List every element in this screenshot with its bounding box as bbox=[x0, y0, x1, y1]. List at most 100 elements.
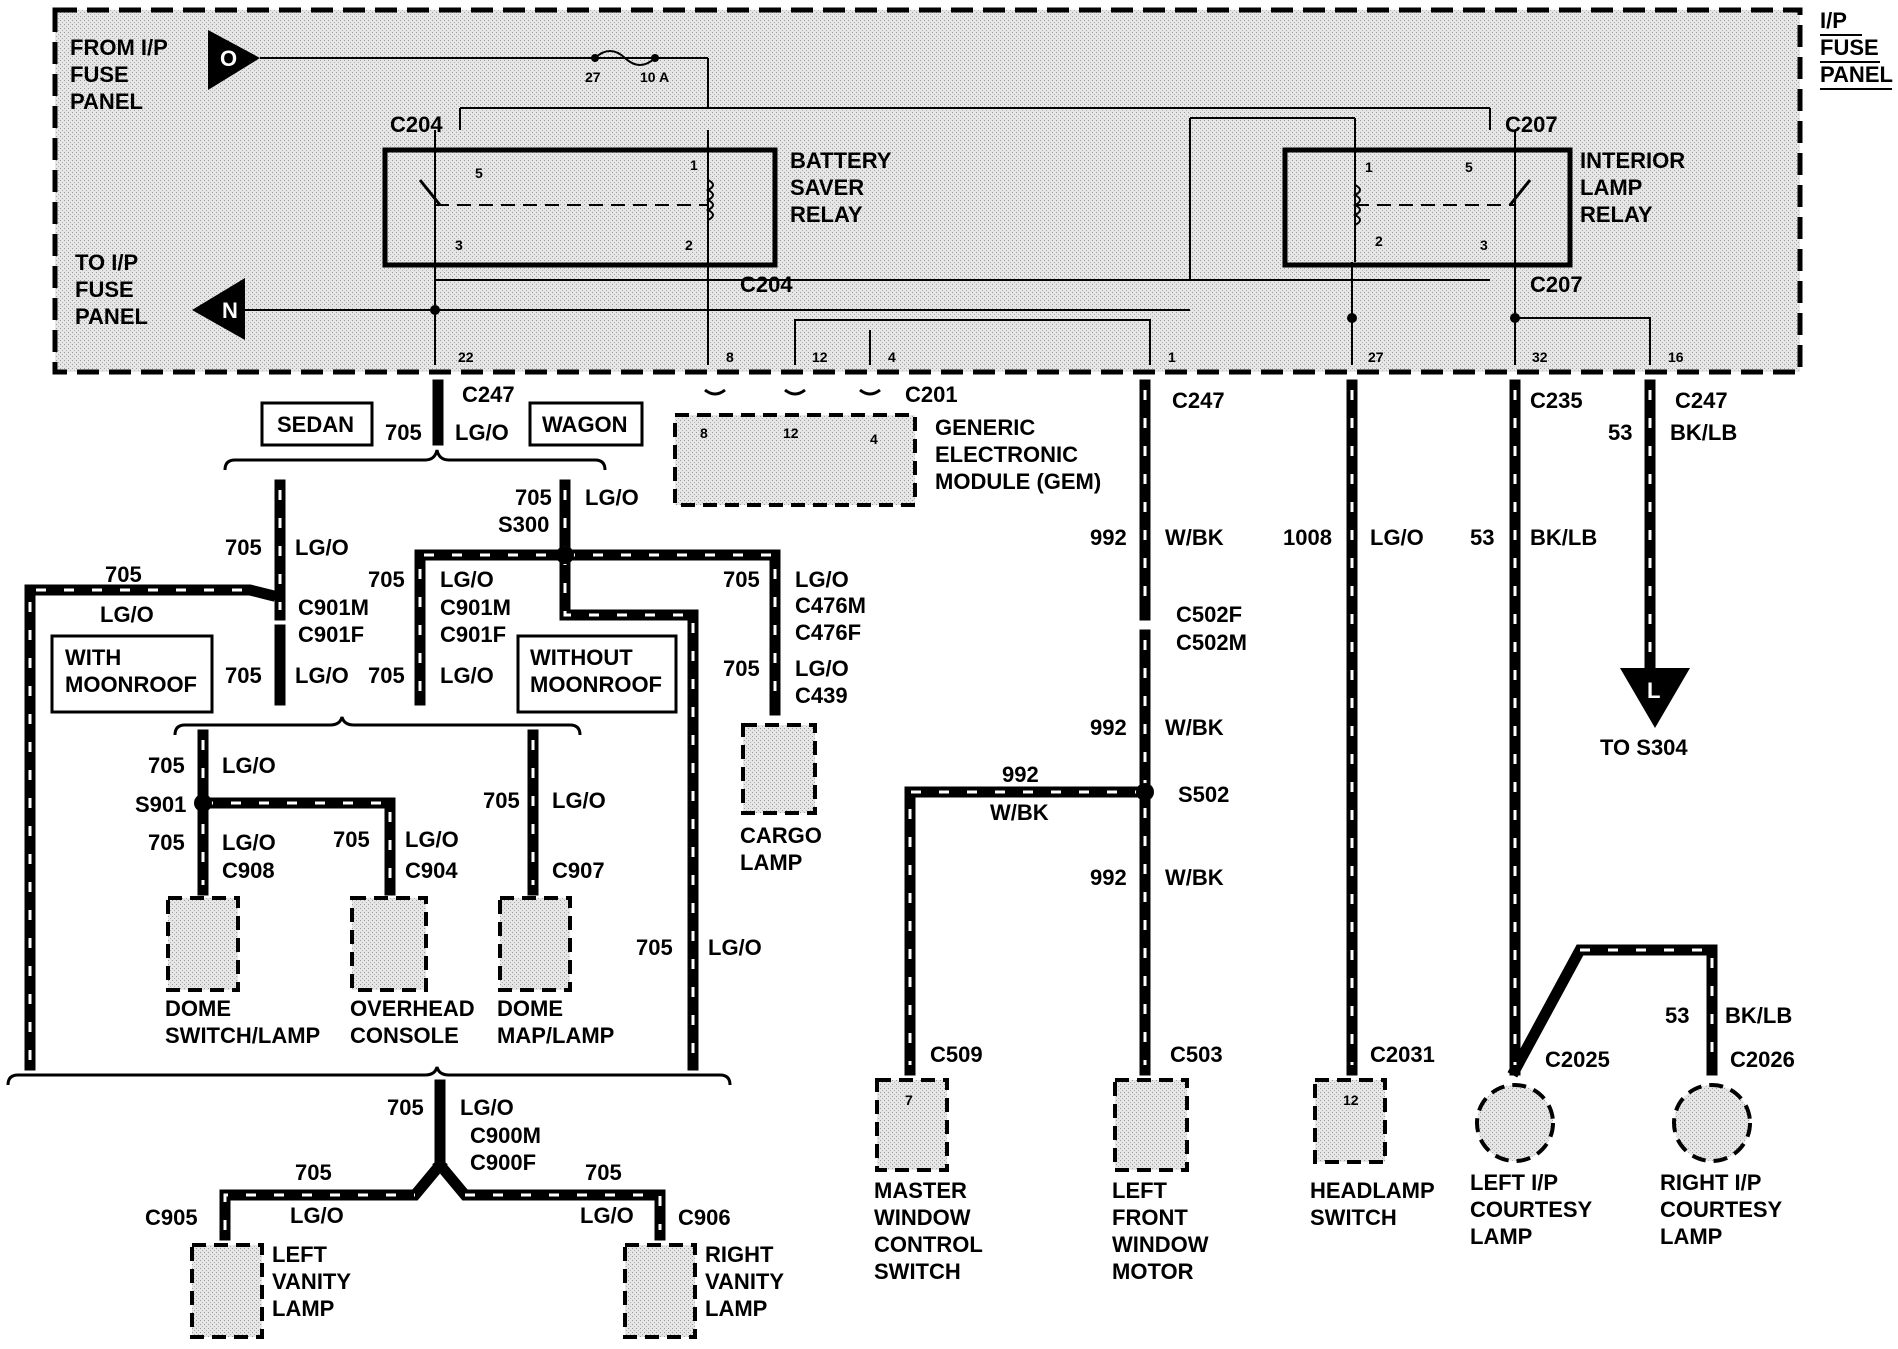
ilr-pin-5: 5 bbox=[1465, 159, 1473, 175]
pin-8: 8 bbox=[726, 349, 734, 365]
without-moonroof-2: MOONROOF bbox=[530, 672, 662, 697]
svg-text:W/BK: W/BK bbox=[990, 800, 1049, 825]
lf-window-4: MOTOR bbox=[1112, 1259, 1194, 1284]
ilr-pin-1: 1 bbox=[1365, 159, 1373, 175]
battery-saver-relay bbox=[382, 147, 778, 268]
svg-text:705: 705 bbox=[368, 663, 405, 688]
interior-lamp-3: RELAY bbox=[1580, 202, 1653, 227]
svg-text:LG/O: LG/O bbox=[460, 1095, 514, 1120]
dome-switch-lamp bbox=[166, 896, 240, 992]
svg-text:LG/O: LG/O bbox=[455, 420, 509, 445]
svg-text:LG/O: LG/O bbox=[1370, 525, 1424, 550]
c908: C908 bbox=[222, 858, 275, 883]
c476m: C476M bbox=[795, 593, 866, 618]
svg-text:LG/O: LG/O bbox=[290, 1203, 344, 1228]
svg-text:705: 705 bbox=[723, 656, 760, 681]
sedan-wagon-bracket bbox=[223, 449, 607, 471]
without-moonroof-1: WITHOUT bbox=[530, 645, 633, 670]
svg-text:LG/O: LG/O bbox=[795, 656, 849, 681]
battery-saver-1: BATTERY bbox=[790, 148, 892, 173]
master-window-2: WINDOW bbox=[874, 1205, 971, 1230]
svg-text:LG/O: LG/O bbox=[552, 788, 606, 813]
without-moonroof-box bbox=[516, 634, 678, 714]
c901m-b: C901M bbox=[440, 595, 511, 620]
c502m: C502M bbox=[1176, 630, 1247, 655]
c2025: C2025 bbox=[1545, 1047, 1610, 1072]
right-vanity-1: RIGHT bbox=[705, 1242, 774, 1267]
svg-text:LG/O: LG/O bbox=[580, 1203, 634, 1228]
svg-text:BK/LB: BK/LB bbox=[1725, 1003, 1792, 1028]
left-vanity-lamp bbox=[190, 1243, 264, 1339]
from-marker-letter: O bbox=[220, 46, 237, 71]
gem-name-2: ELECTRONIC bbox=[935, 442, 1078, 467]
splice-s901 bbox=[194, 794, 212, 812]
svg-text:705: 705 bbox=[295, 1160, 332, 1185]
master-window-4: SWITCH bbox=[874, 1259, 961, 1284]
left-courtesy-lamp bbox=[1475, 1083, 1555, 1163]
svg-text:992: 992 bbox=[1090, 525, 1127, 550]
fuse-panel-area bbox=[52, 7, 1803, 375]
pin-12: 12 bbox=[812, 349, 828, 365]
left-courtesy-2: COURTESY bbox=[1470, 1197, 1593, 1222]
c904: C904 bbox=[405, 858, 458, 883]
from-fuse-1: FROM I/P bbox=[70, 35, 168, 60]
master-window-1: MASTER bbox=[874, 1178, 967, 1203]
c905: C905 bbox=[145, 1205, 198, 1230]
with-moonroof-1: WITH bbox=[65, 645, 121, 670]
svg-text:705: 705 bbox=[636, 935, 673, 960]
left-courtesy-1: LEFT I/P bbox=[1470, 1170, 1558, 1195]
left-vanity-2: VANITY bbox=[272, 1269, 351, 1294]
svg-text:705: 705 bbox=[368, 567, 405, 592]
right-courtesy-3: LAMP bbox=[1660, 1224, 1722, 1249]
c900m: C900M bbox=[470, 1123, 541, 1148]
c2026: C2026 bbox=[1730, 1047, 1795, 1072]
right-courtesy-lamp bbox=[1672, 1083, 1752, 1163]
gem-pin-12: 12 bbox=[783, 425, 799, 441]
ground-marker-letter: L bbox=[1647, 678, 1660, 703]
svg-text:53: 53 bbox=[1665, 1003, 1689, 1028]
interior-lamp-1: INTERIOR bbox=[1580, 148, 1685, 173]
lf-window-3: WINDOW bbox=[1112, 1232, 1209, 1257]
svg-text:W/BK: W/BK bbox=[1165, 715, 1224, 740]
ilr-pin-3: 3 bbox=[1480, 237, 1488, 253]
lf-window-1: LEFT bbox=[1112, 1178, 1168, 1203]
svg-text:705: 705 bbox=[385, 420, 422, 445]
c901f-a: C901F bbox=[298, 622, 364, 647]
svg-text:705: 705 bbox=[225, 663, 262, 688]
svg-text:LG/O: LG/O bbox=[795, 567, 849, 592]
c901f-b: C901F bbox=[440, 622, 506, 647]
svg-text:705: 705 bbox=[387, 1095, 424, 1120]
sedan-box bbox=[260, 401, 374, 447]
gem-pin-4: 4 bbox=[870, 431, 878, 447]
with-moonroof-box bbox=[50, 634, 214, 714]
pin-27: 27 bbox=[1368, 349, 1384, 365]
overhead-console bbox=[350, 896, 428, 992]
c509: C509 bbox=[930, 1042, 983, 1067]
cargo-lamp-2: LAMP bbox=[740, 850, 802, 875]
with-moonroof-2: MOONROOF bbox=[65, 672, 197, 697]
svg-text:W/BK: W/BK bbox=[1165, 865, 1224, 890]
dome-switch-2: SWITCH/LAMP bbox=[165, 1023, 320, 1048]
svg-text:705: 705 bbox=[148, 830, 185, 855]
c439: C439 bbox=[795, 683, 848, 708]
s300-label: S300 bbox=[498, 512, 549, 537]
fuse-panel-title-2: FUSE bbox=[1820, 35, 1879, 60]
right-courtesy-1: RIGHT I/P bbox=[1660, 1170, 1761, 1195]
svg-text:705: 705 bbox=[225, 535, 262, 560]
svg-text:705: 705 bbox=[723, 567, 760, 592]
headlamp-switch bbox=[1313, 1078, 1387, 1164]
interior-lamp-relay bbox=[1282, 147, 1573, 268]
c235: C235 bbox=[1530, 388, 1583, 413]
moonroof-bracket bbox=[173, 716, 582, 736]
pin-16: 16 bbox=[1668, 349, 1684, 365]
c247-a: C247 bbox=[462, 382, 515, 407]
fuse-number: 27 bbox=[585, 69, 601, 85]
svg-text:705: 705 bbox=[148, 753, 185, 778]
svg-text:992: 992 bbox=[1002, 762, 1039, 787]
svg-text:LG/O: LG/O bbox=[222, 830, 276, 855]
c247-c: C247 bbox=[1675, 388, 1728, 413]
svg-text:LG/O: LG/O bbox=[440, 663, 494, 688]
